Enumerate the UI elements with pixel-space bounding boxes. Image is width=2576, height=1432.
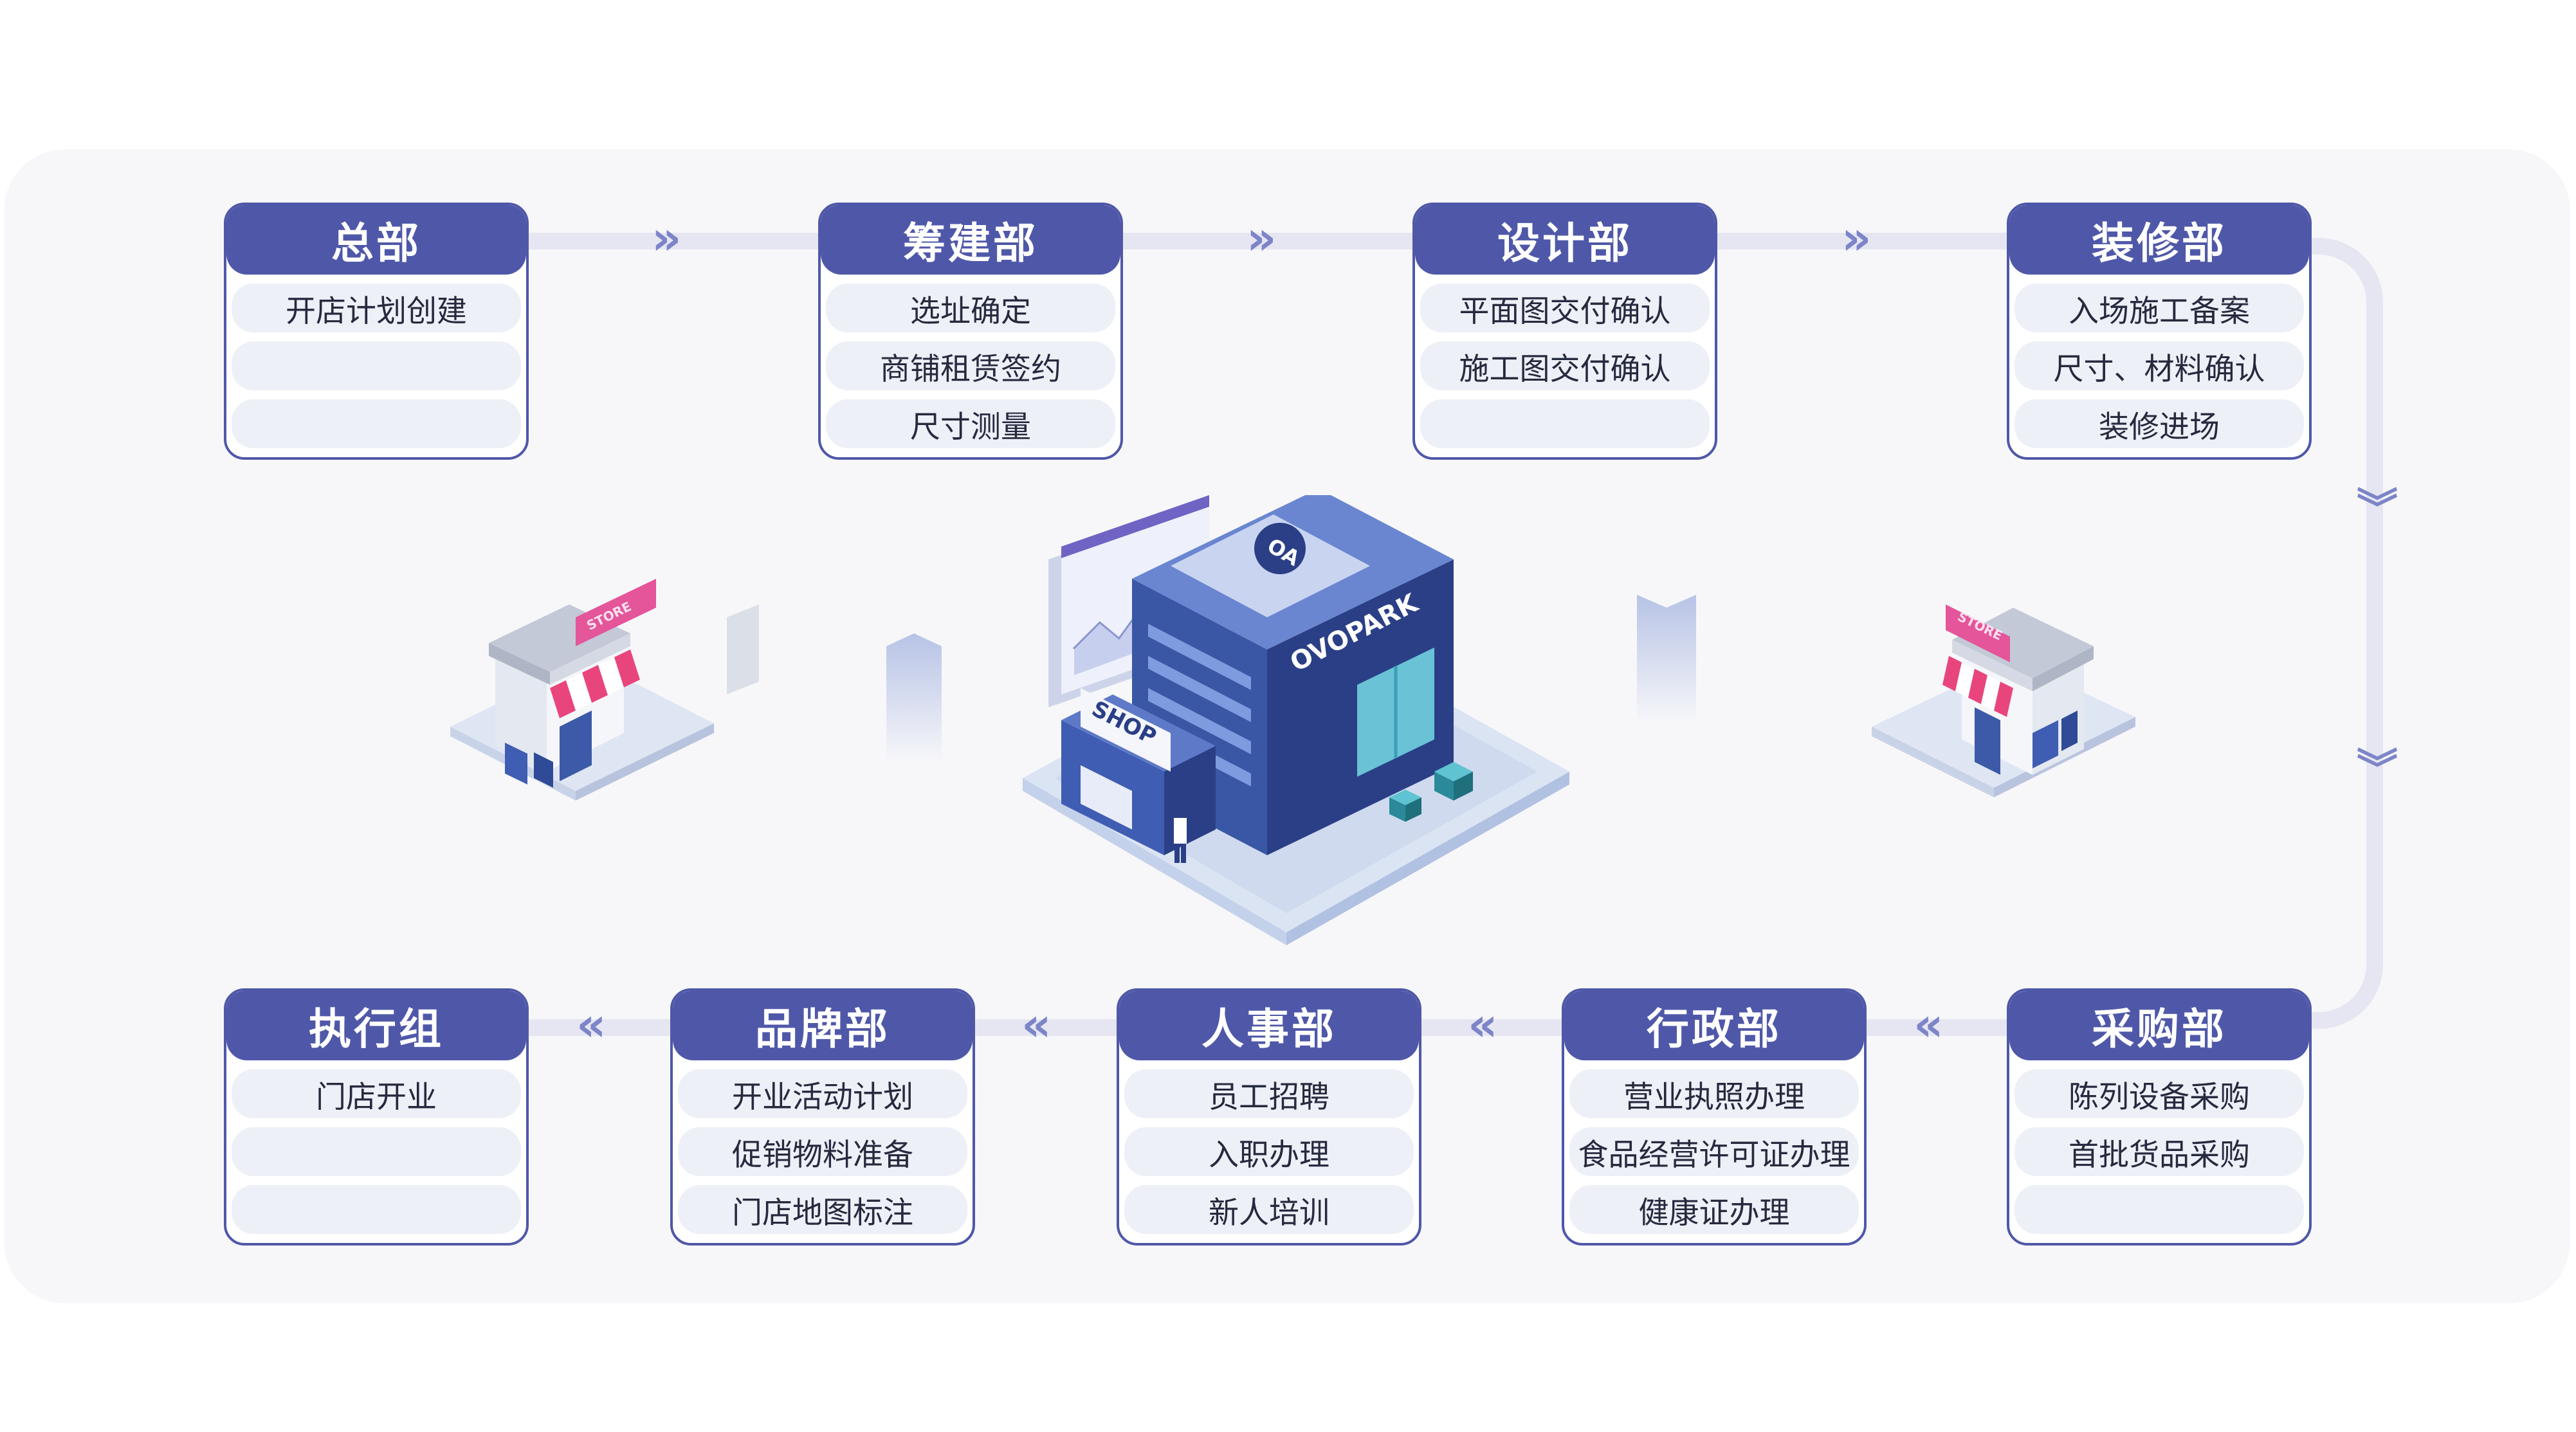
task-item: 开店计划创建	[232, 284, 521, 332]
task-item: 健康证办理	[1569, 1185, 1859, 1234]
task-item	[2014, 1185, 2304, 1234]
task-label: 开店计划创建	[286, 293, 467, 329]
step-card-design: 设计部 平面图交付确认 施工图交付确认	[1412, 203, 1717, 460]
task-label: 装修进场	[2099, 409, 2220, 445]
card-header: 人事部	[1119, 991, 1419, 1060]
task-label: 尺寸测量	[910, 409, 1031, 445]
chevron-right-icon: »	[1841, 211, 1871, 265]
task-label: 陈列设备采购	[2069, 1079, 2250, 1115]
step-card-execution: 执行组 门店开业	[224, 988, 529, 1246]
task-item: 施工图交付确认	[1420, 341, 1710, 390]
task-item: 尺寸、材料确认	[2014, 341, 2304, 390]
task-label: 入职办理	[1209, 1137, 1329, 1173]
chevron-down-icon: ︾	[2357, 746, 2398, 793]
card-title: 装修部	[2092, 219, 2227, 268]
task-item: 装修进场	[2014, 399, 2304, 448]
card-header: 采购部	[2009, 991, 2309, 1060]
step-card-procurement: 采购部 陈列设备采购 首批货品采购	[2007, 988, 2312, 1246]
task-item: 门店开业	[232, 1069, 521, 1118]
task-item	[232, 399, 521, 448]
connector-line	[1122, 233, 1418, 249]
connector-line	[527, 1019, 672, 1036]
task-item: 商铺租赁签约	[826, 341, 1115, 390]
task-item	[232, 341, 521, 390]
task-label: 食品经营许可证办理	[1578, 1137, 1850, 1173]
pillar-right	[1637, 595, 1696, 723]
chevron-right-icon: »	[652, 211, 681, 265]
task-item: 尺寸测量	[826, 399, 1115, 448]
task-label: 门店开业	[316, 1079, 437, 1115]
step-card-hr: 人事部 员工招聘 入职办理 新人培训	[1117, 988, 1421, 1246]
chevron-left-icon: «	[1468, 997, 1497, 1051]
card-header: 品牌部	[673, 991, 973, 1060]
card-header: 装修部	[2009, 205, 2309, 275]
card-title: 总部	[331, 219, 421, 268]
card-header: 行政部	[1564, 991, 1864, 1060]
card-title: 执行组	[309, 1004, 444, 1054]
chevron-left-icon: «	[1021, 997, 1051, 1051]
task-item	[1420, 399, 1710, 448]
task-item: 营业执照办理	[1569, 1069, 1859, 1118]
task-item: 首批货品采购	[2014, 1127, 2304, 1176]
task-label: 入场施工备案	[2069, 293, 2250, 329]
task-item: 入职办理	[1124, 1127, 1414, 1176]
connector-line	[527, 233, 823, 249]
task-label: 施工图交付确认	[1459, 351, 1671, 387]
task-item: 平面图交付确认	[1420, 284, 1710, 332]
chevron-left-icon: «	[576, 997, 606, 1051]
card-header: 总部	[226, 205, 526, 275]
task-label: 营业执照办理	[1623, 1079, 1805, 1115]
card-title: 品牌部	[755, 1004, 890, 1054]
task-label: 商铺租赁签约	[880, 351, 1061, 387]
chevron-left-icon: «	[1914, 997, 1943, 1051]
store-right-illustration: STORE	[1872, 604, 2135, 797]
task-item: 促销物料准备	[678, 1127, 967, 1176]
task-label: 首批货品采购	[2069, 1137, 2250, 1173]
task-label: 平面图交付确认	[1459, 293, 1671, 329]
task-item	[232, 1185, 521, 1234]
card-header: 设计部	[1415, 205, 1715, 275]
task-item: 陈列设备采购	[2014, 1069, 2304, 1118]
card-title: 设计部	[1497, 219, 1632, 268]
step-card-brand: 品牌部 开业活动计划 促销物料准备 门店地图标注	[670, 988, 975, 1246]
chevron-right-icon: »	[1247, 211, 1276, 265]
connector-line	[974, 1019, 1119, 1036]
card-title: 筹建部	[903, 219, 1038, 268]
chevron-down-icon: ︾	[2357, 485, 2398, 533]
connector-line	[1863, 1019, 2008, 1036]
card-title: 采购部	[2092, 1004, 2227, 1054]
card-title: 人事部	[1201, 1004, 1337, 1054]
task-item: 新人培训	[1124, 1185, 1414, 1234]
step-card-headquarters: 总部 开店计划创建	[224, 203, 529, 460]
step-card-preparation: 筹建部 选址确定 商铺租赁签约 尺寸测量	[818, 203, 1123, 460]
task-label: 门店地图标注	[732, 1195, 913, 1231]
task-label: 健康证办理	[1638, 1195, 1790, 1231]
oa-building-illustration: OA OVOPARK SHOP	[1023, 495, 1569, 945]
card-header: 筹建部	[821, 205, 1120, 275]
step-card-admin: 行政部 营业执照办理 食品经营许可证办理 健康证办理	[1562, 988, 1867, 1246]
task-label: 新人培训	[1209, 1195, 1329, 1231]
step-card-renovation: 装修部 入场施工备案 尺寸、材料确认 装修进场	[2007, 203, 2312, 460]
connector-line	[1717, 233, 2013, 249]
task-label: 员工招聘	[1209, 1079, 1329, 1115]
task-item: 选址确定	[826, 284, 1115, 332]
task-item: 入场施工备案	[2014, 284, 2304, 332]
pillar-left	[886, 633, 942, 762]
task-label: 开业活动计划	[732, 1079, 913, 1115]
task-label: 尺寸、材料确认	[2053, 351, 2265, 387]
card-title: 行政部	[1647, 1004, 1782, 1054]
task-item	[232, 1127, 521, 1176]
card-header: 执行组	[226, 991, 526, 1060]
task-label: 选址确定	[910, 293, 1031, 329]
task-item: 食品经营许可证办理	[1569, 1127, 1859, 1176]
task-item: 员工招聘	[1124, 1069, 1414, 1118]
connector-line	[1420, 1019, 1562, 1036]
store-left-illustration: STORE	[450, 579, 759, 801]
task-item: 门店地图标注	[678, 1185, 967, 1234]
task-item: 开业活动计划	[678, 1069, 967, 1118]
task-label: 促销物料准备	[732, 1137, 913, 1173]
